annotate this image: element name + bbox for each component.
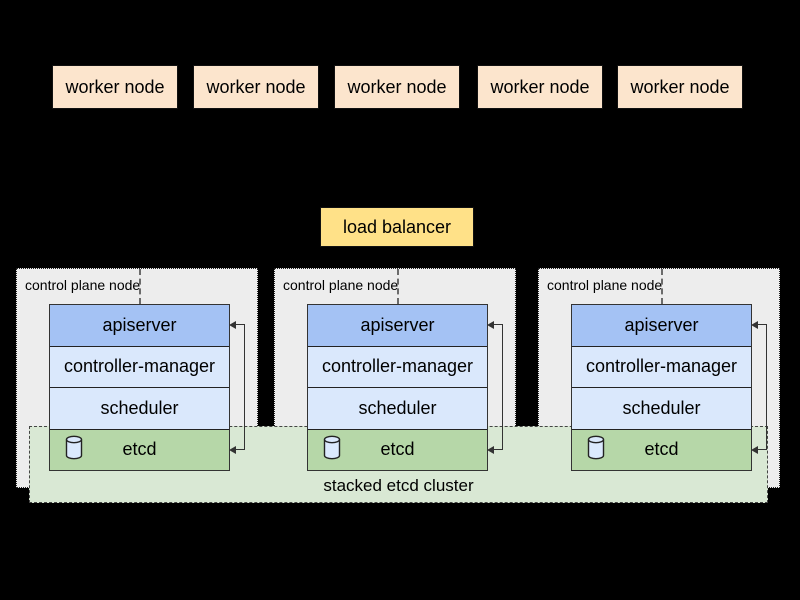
etcd-label: etcd <box>644 439 679 460</box>
arrowhead-left-icon <box>751 321 758 329</box>
etcd-box: etcd <box>50 428 229 470</box>
etcd-box: etcd <box>572 428 751 470</box>
scheduler-box: scheduler <box>572 387 751 429</box>
controller-manager-box: controller-manager <box>308 345 487 387</box>
worker-node-box: worker node <box>334 65 460 109</box>
scheduler-label: scheduler <box>622 397 701 418</box>
controller-manager-box: controller-manager <box>50 345 229 387</box>
control-plane-component-stack: apiserver controller-manager scheduler e… <box>49 304 230 471</box>
apiserver-box: apiserver <box>308 305 487 346</box>
controller-manager-box: controller-manager <box>572 345 751 387</box>
load-balancer-connector-line <box>661 269 663 304</box>
apiserver-box: apiserver <box>50 305 229 346</box>
apiserver-etcd-arrow-line <box>757 324 767 325</box>
worker-node-label: worker node <box>630 76 730 97</box>
control-plane-component-stack: apiserver controller-manager scheduler e… <box>571 304 752 471</box>
database-icon <box>587 435 605 464</box>
control-plane-node-label: control plane node <box>25 277 141 293</box>
worker-node-label: worker node <box>65 76 165 97</box>
controller-manager-label: controller-manager <box>321 356 474 377</box>
arrowhead-left-icon <box>751 446 758 454</box>
load-balancer-connector-line <box>397 269 399 304</box>
control-plane-node-box: control plane node apiserver controller-… <box>538 268 780 488</box>
arrowhead-left-icon <box>487 446 494 454</box>
apiserver-label: apiserver <box>360 314 435 335</box>
controller-manager-label: controller-manager <box>63 356 216 377</box>
load-balancer-box: load balancer <box>320 207 474 247</box>
apiserver-etcd-arrow-line <box>244 325 245 450</box>
database-icon <box>65 435 83 464</box>
etcd-label: etcd <box>380 439 415 460</box>
etcd-box: etcd <box>308 428 487 470</box>
worker-node-label: worker node <box>206 76 306 97</box>
controller-manager-label: controller-manager <box>585 356 738 377</box>
worker-node-label: worker node <box>347 76 447 97</box>
scheduler-label: scheduler <box>100 397 179 418</box>
load-balancer-connector-line <box>139 269 141 304</box>
control-plane-node-box: control plane node apiserver controller-… <box>16 268 258 488</box>
load-balancer-label: load balancer <box>342 216 452 237</box>
apiserver-etcd-arrow-line <box>502 325 503 450</box>
apiserver-label: apiserver <box>624 314 699 335</box>
scheduler-box: scheduler <box>308 387 487 429</box>
database-icon <box>323 435 341 464</box>
worker-node-box: worker node <box>193 65 319 109</box>
etcd-label: etcd <box>122 439 157 460</box>
apiserver-etcd-arrow-line <box>766 325 767 450</box>
control-plane-node-label: control plane node <box>547 277 663 293</box>
control-plane-node-label: control plane node <box>283 277 399 293</box>
scheduler-label: scheduler <box>358 397 437 418</box>
arrowhead-left-icon <box>229 321 236 329</box>
scheduler-box: scheduler <box>50 387 229 429</box>
worker-node-label: worker node <box>490 76 590 97</box>
worker-node-box: worker node <box>617 65 743 109</box>
control-plane-node-box: control plane node apiserver controller-… <box>274 268 516 488</box>
apiserver-etcd-arrow-line <box>235 449 245 450</box>
apiserver-etcd-arrow-line <box>493 324 503 325</box>
arrowhead-left-icon <box>229 446 236 454</box>
apiserver-etcd-arrow-line <box>235 324 245 325</box>
worker-node-box: worker node <box>52 65 178 109</box>
control-plane-component-stack: apiserver controller-manager scheduler e… <box>307 304 488 471</box>
worker-node-box: worker node <box>477 65 603 109</box>
apiserver-label: apiserver <box>102 314 177 335</box>
arrowhead-left-icon <box>487 321 494 329</box>
apiserver-box: apiserver <box>572 305 751 346</box>
apiserver-etcd-arrow-line <box>757 449 767 450</box>
stacked-etcd-cluster-label: stacked etcd cluster <box>323 476 474 495</box>
apiserver-etcd-arrow-line <box>493 449 503 450</box>
